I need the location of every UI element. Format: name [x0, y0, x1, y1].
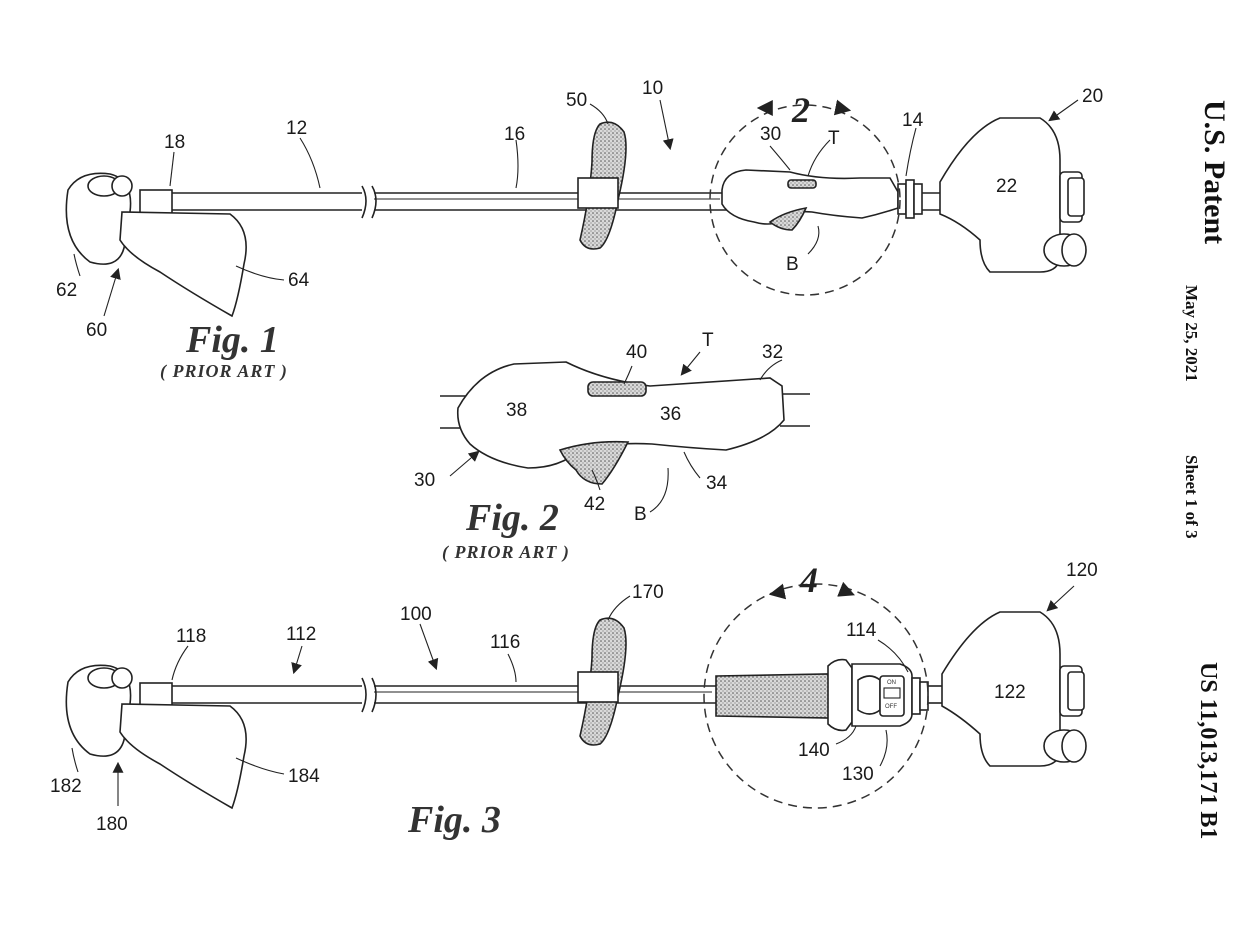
fig3-guard: [120, 704, 246, 808]
fig3-grip-sleeve: [716, 674, 830, 718]
fig1-reference-label: 50: [566, 90, 587, 111]
header-sheet: Sheet 1 of 3: [1182, 455, 1201, 539]
fig3-reference-label: 114: [846, 620, 877, 641]
fig1-note: ( PRIOR ART ): [160, 361, 288, 382]
fig1-reference-label: 18: [164, 132, 185, 153]
fig2-reference-label: B: [634, 504, 647, 525]
fig3-reference-label: 122: [994, 682, 1026, 703]
fig1-guard: [120, 212, 246, 316]
fig1-reference-label: T: [828, 128, 840, 149]
fig1-reference-label: 64: [288, 270, 310, 291]
fig2-reference-label: T: [702, 330, 714, 351]
fig2-note: ( PRIOR ART ): [442, 542, 570, 563]
fig3-reference-label: 170: [632, 582, 664, 603]
fig2-handle-detail: [440, 362, 810, 484]
fig3-reference-label: 112: [286, 624, 316, 645]
fig1-reference-label: 20: [1082, 86, 1103, 107]
fig3-reference-label: 116: [490, 632, 520, 653]
fig1-reference-label: B: [786, 254, 799, 275]
fig2-reference-label: 40: [626, 342, 647, 363]
fig1-reference-label: 60: [86, 320, 107, 341]
header-office: U.S. Patent: [1198, 100, 1231, 244]
fig3-switch-on-text: ON: [887, 680, 896, 686]
fig3-switch-off-text: OFF: [885, 704, 897, 710]
fig2-caption: Fig. 2: [465, 497, 559, 539]
fig2-reference-label: 36: [660, 404, 681, 425]
fig1-handle: [722, 170, 898, 224]
fig1-reference-label: 14: [902, 110, 924, 131]
header-patent-number: US 11,013,171 B1: [1195, 662, 1221, 839]
fig1-detail-ref: 2: [791, 90, 810, 130]
fig2-reference-label: 30: [414, 470, 435, 491]
fig2-reference-label: 32: [762, 342, 783, 363]
fig2-reference-label: 38: [506, 400, 527, 421]
fig3-reference-label: 118: [176, 626, 206, 647]
fig3-reference-label: 140: [798, 740, 830, 761]
fig3-reference-label: 120: [1066, 560, 1098, 581]
fig3-reference-label: 184: [288, 766, 320, 787]
fig3-caption: Fig. 3: [407, 799, 501, 841]
fig1-caption: Fig. 1: [185, 319, 279, 361]
fig3-reference-label: 182: [50, 776, 82, 797]
fig1-reference-label: 30: [760, 124, 781, 145]
fig3-reference-label: 100: [400, 604, 432, 625]
fig2-reference-label: 42: [584, 494, 605, 515]
fig1-reference-label: 16: [504, 124, 525, 145]
header-date: May 25, 2021: [1182, 285, 1201, 382]
fig3-detail-ref: 4: [799, 560, 818, 600]
fig3-reference-label: 180: [96, 814, 128, 835]
fig1-trimmer: [66, 105, 1086, 316]
fig1-reference-label: 12: [286, 118, 307, 139]
fig3-reference-label: 130: [842, 764, 874, 785]
fig2-reference-label: 34: [706, 473, 728, 494]
fig1-reference-label: 62: [56, 280, 77, 301]
fig1-reference-label: 10: [642, 78, 663, 99]
fig1-reference-label: 22: [996, 176, 1017, 197]
fig3-trimmer: ON OFF: [66, 584, 1086, 808]
